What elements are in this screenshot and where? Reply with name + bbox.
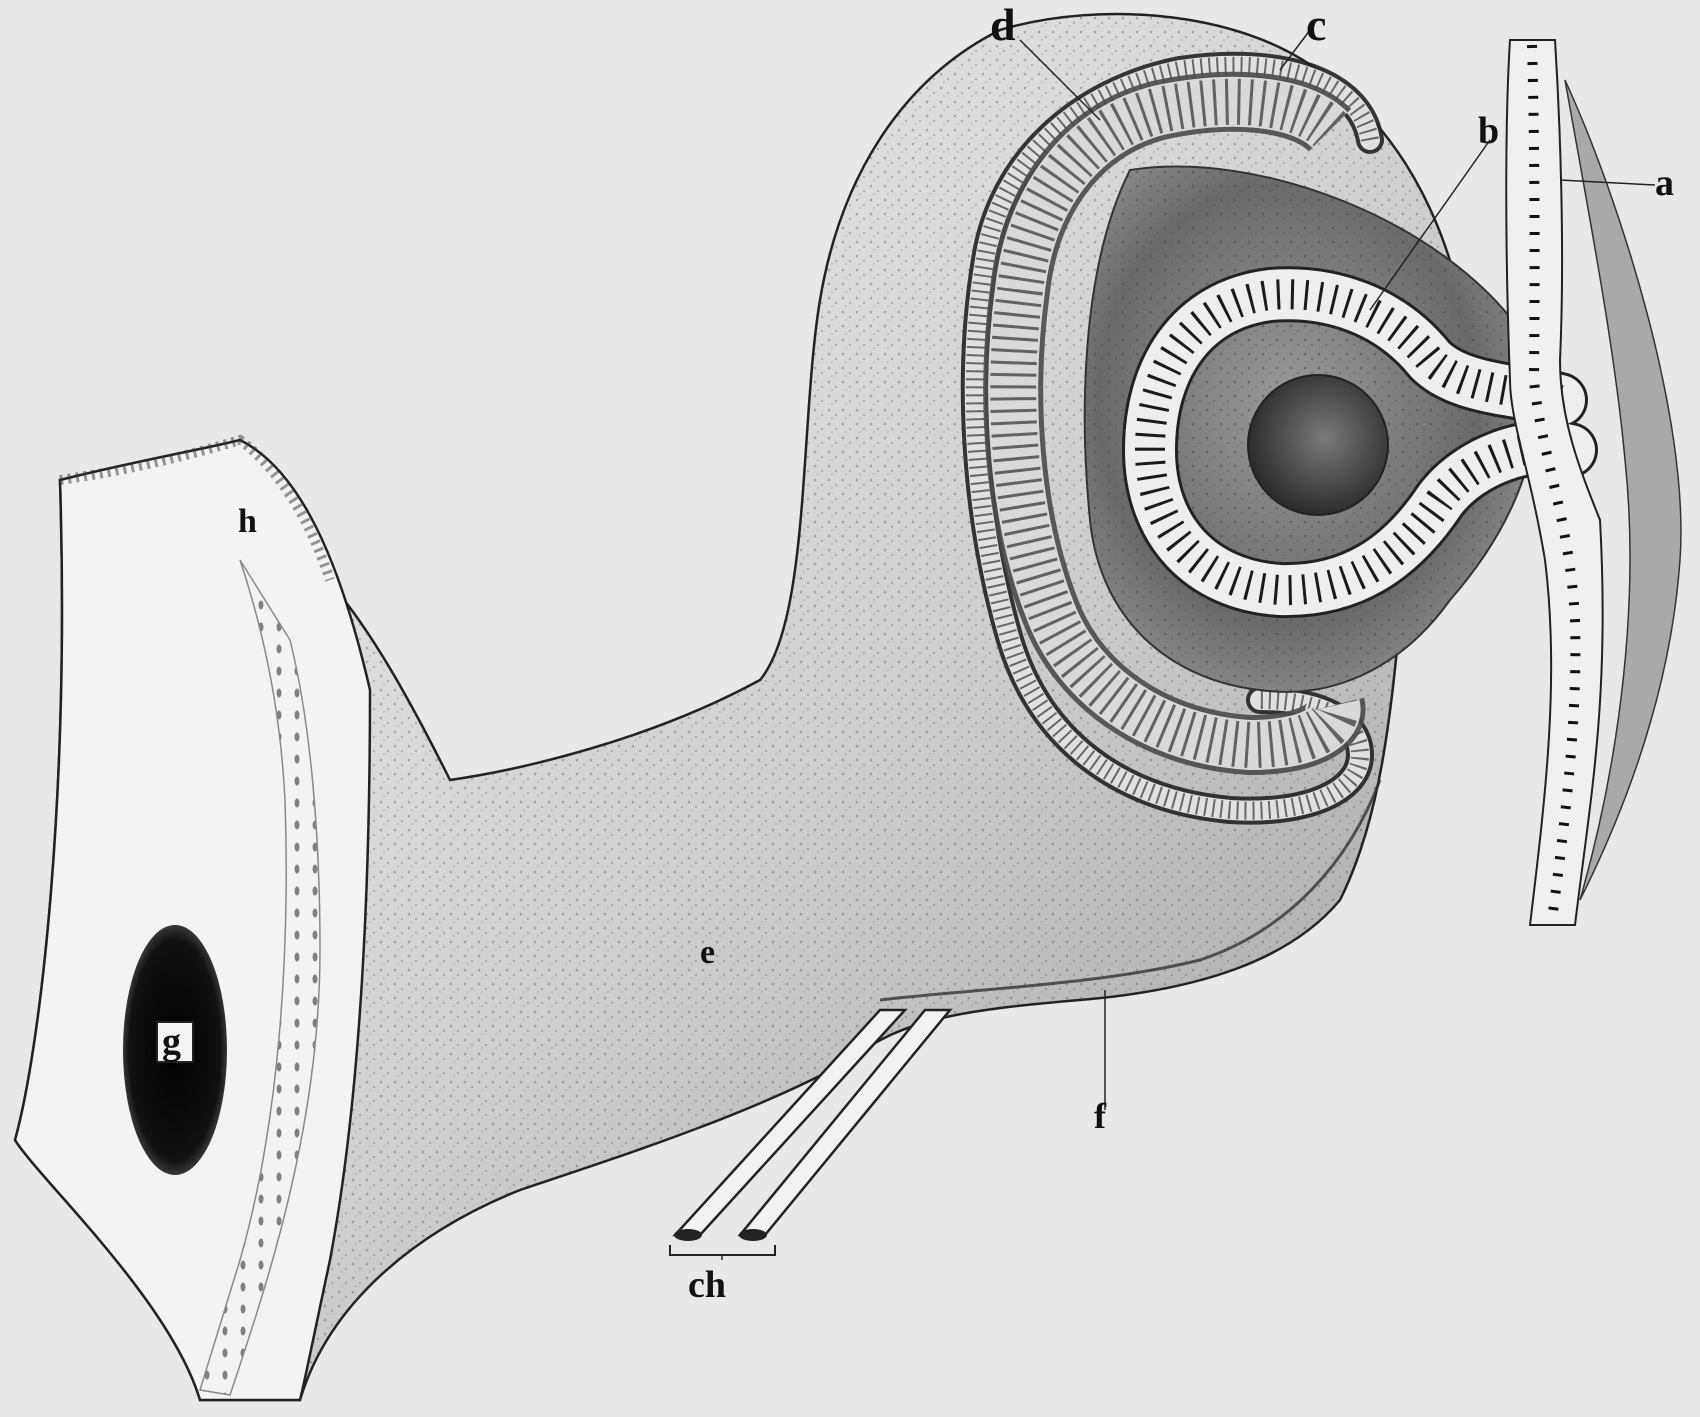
label-c: c [1306, 0, 1326, 50]
label-d: d [990, 0, 1016, 50]
label-g: g [162, 1021, 181, 1063]
label-h: h [238, 503, 257, 540]
label-b: b [1478, 110, 1499, 152]
label-ch: ch [688, 1264, 726, 1306]
label-a: a [1655, 162, 1674, 204]
label-f: f [1094, 1096, 1107, 1136]
lens-vesicle [1248, 375, 1388, 515]
label-e: e [700, 934, 715, 971]
